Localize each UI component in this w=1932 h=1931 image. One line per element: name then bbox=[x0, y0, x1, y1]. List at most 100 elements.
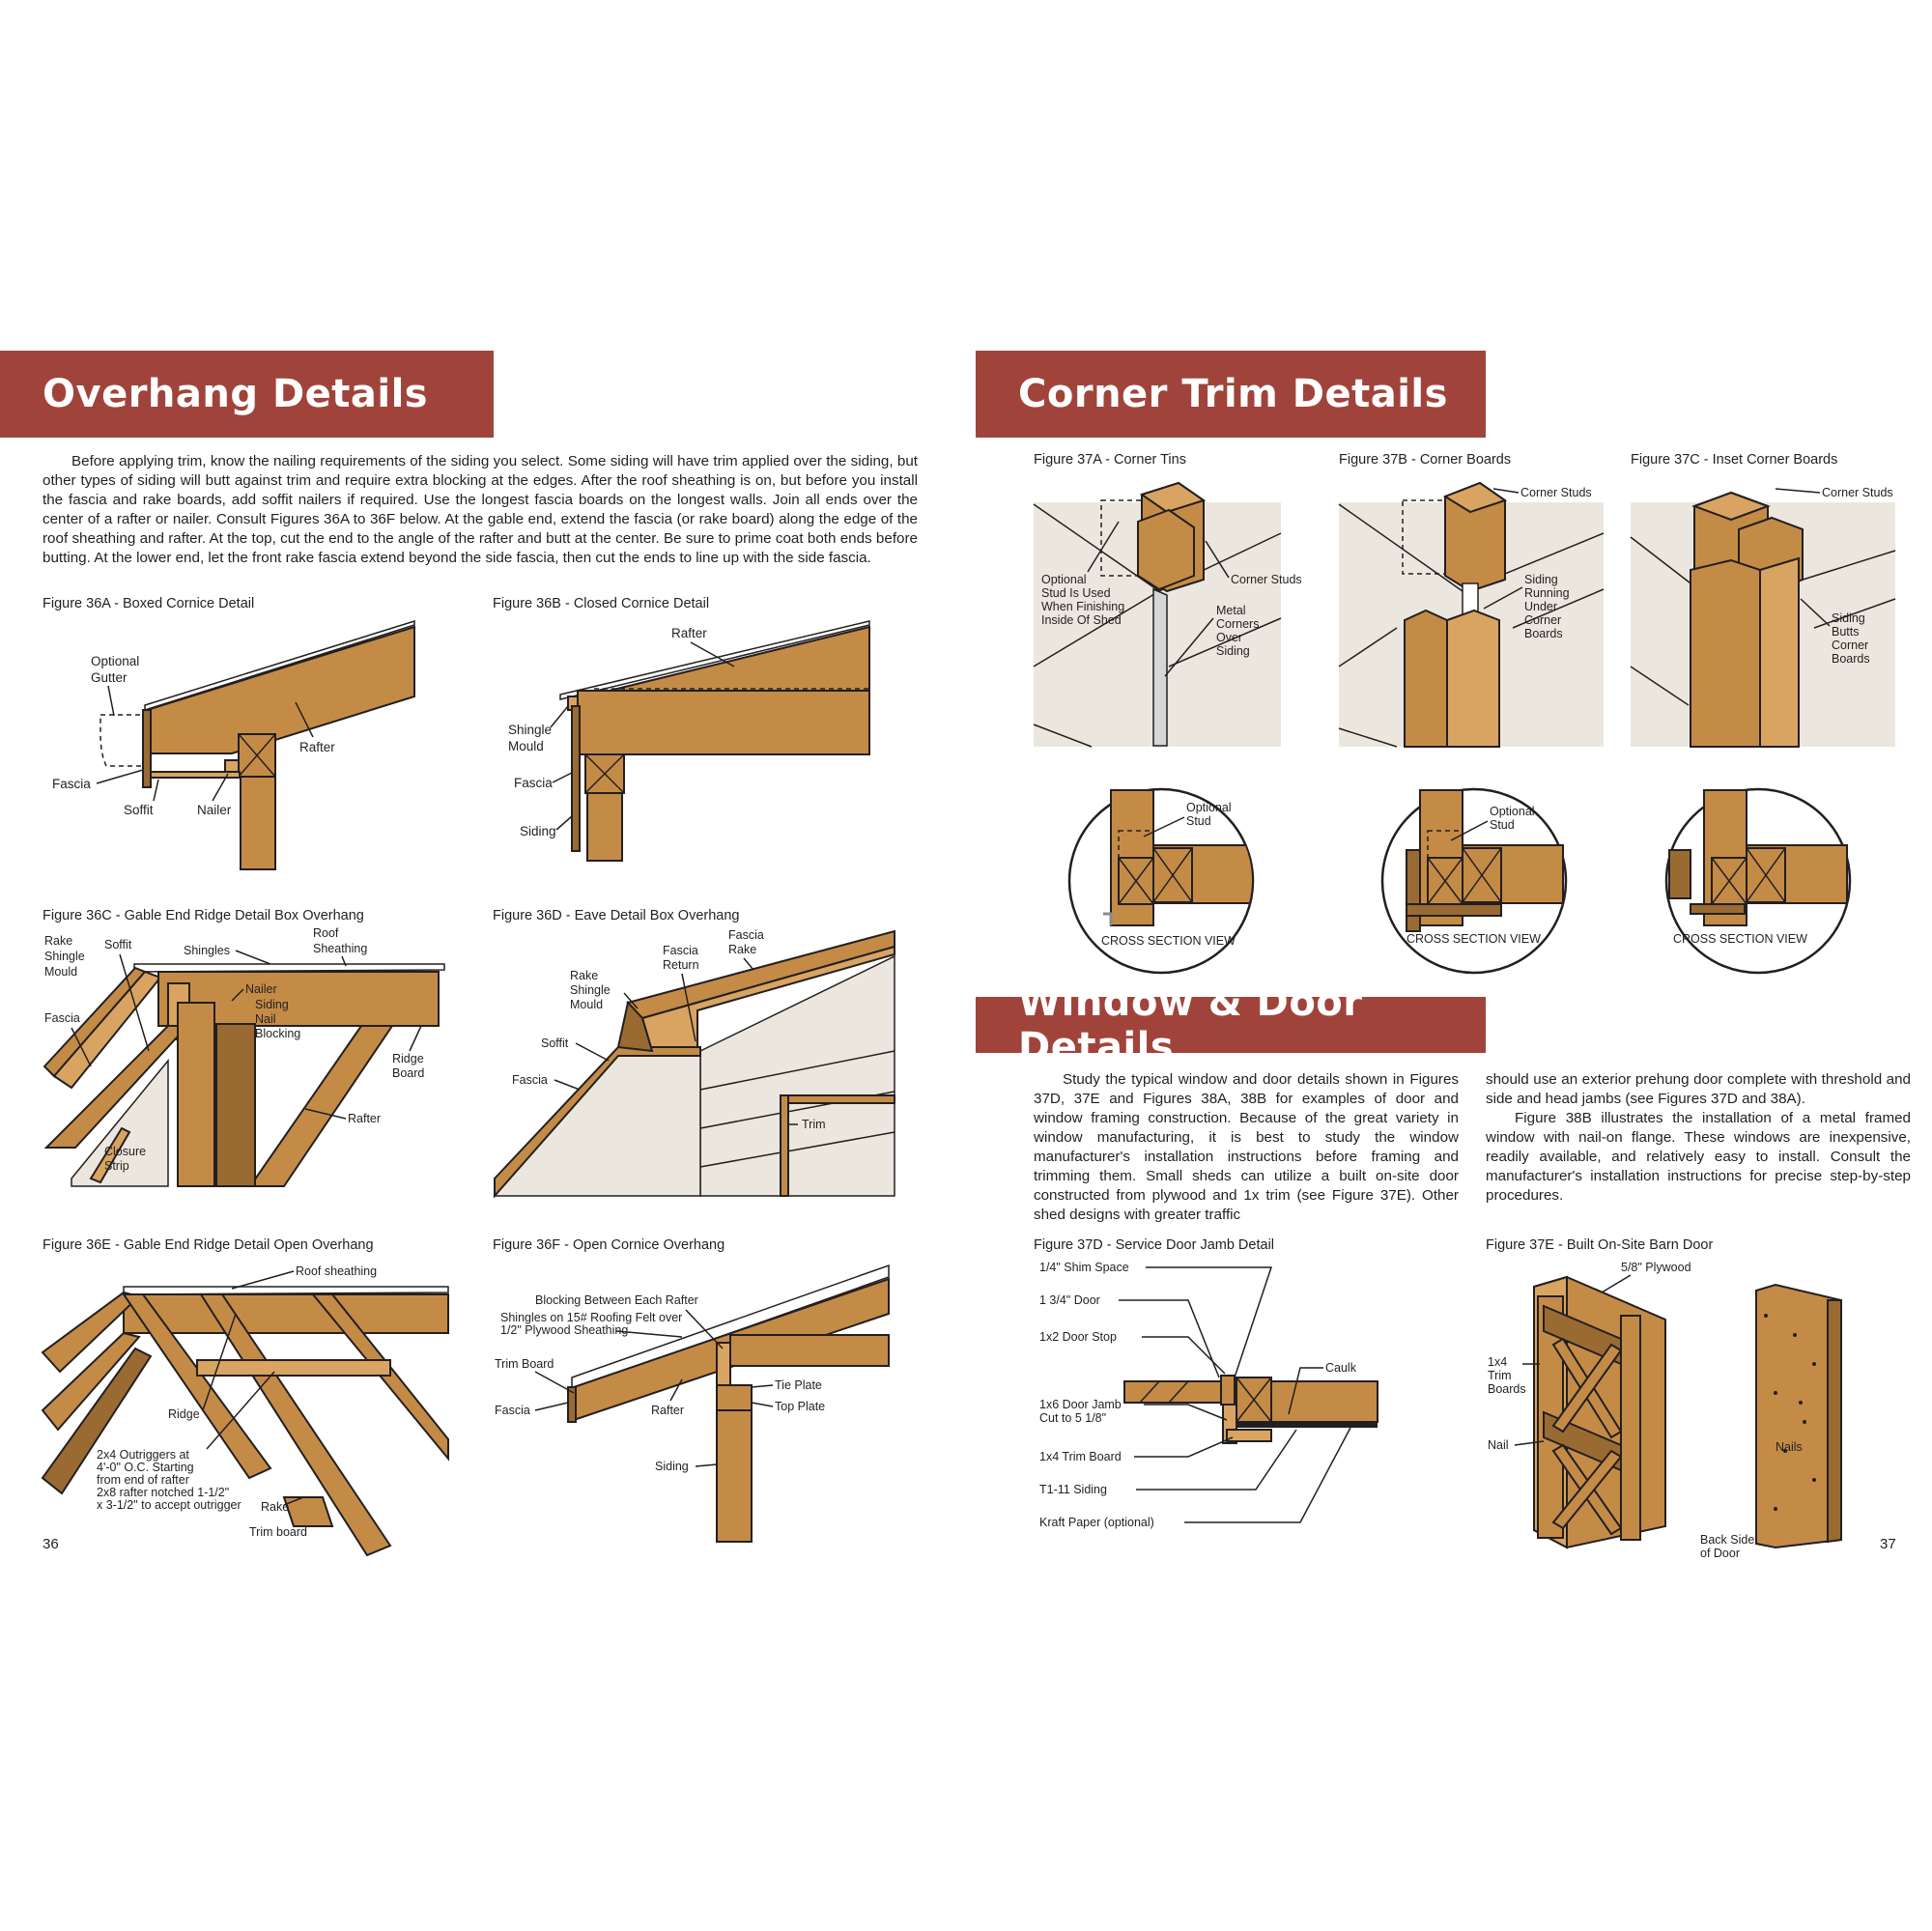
fig36d-rake-shingle bbox=[616, 1000, 654, 1053]
svg-text:Corner Studs: Corner Studs bbox=[1822, 486, 1893, 499]
svg-text:Soffit: Soffit bbox=[104, 938, 132, 951]
svg-text:Stud: Stud bbox=[1186, 814, 1211, 828]
fig36e-trim-board bbox=[41, 1347, 153, 1495]
fig36a-fascia bbox=[142, 709, 152, 788]
svg-text:Boards: Boards bbox=[1488, 1382, 1526, 1396]
fig36e-rake bbox=[41, 1331, 141, 1432]
svg-text:Soffit: Soffit bbox=[124, 803, 154, 817]
svg-text:Fascia: Fascia bbox=[514, 776, 553, 790]
svg-text:Corner Studs: Corner Studs bbox=[1520, 486, 1592, 499]
fig37e-brace-4 bbox=[1551, 1449, 1623, 1530]
svg-text:Shingle: Shingle bbox=[44, 950, 85, 963]
svg-text:Shingles on 15# Roofing Felt o: Shingles on 15# Roofing Felt over bbox=[500, 1311, 682, 1324]
svg-text:Optional: Optional bbox=[1186, 801, 1232, 814]
svg-text:Fascia: Fascia bbox=[728, 928, 764, 942]
svg-text:Trim board: Trim board bbox=[249, 1525, 307, 1539]
svg-text:Trim Board: Trim Board bbox=[495, 1357, 554, 1371]
svg-text:Corner Studs: Corner Studs bbox=[1231, 573, 1302, 586]
overhang-intro: Before applying trim, know the nailing r… bbox=[43, 452, 918, 568]
svg-text:1 3/4" Door: 1 3/4" Door bbox=[1039, 1293, 1100, 1307]
window-text-col2: should use an exterior prehung door comp… bbox=[1486, 1070, 1911, 1206]
fig36b-ceiling-joist bbox=[577, 690, 870, 755]
svg-text:Board: Board bbox=[392, 1066, 424, 1080]
svg-text:1/2" Plywood Sheathing: 1/2" Plywood Sheathing bbox=[500, 1323, 628, 1337]
svg-text:Under: Under bbox=[1524, 600, 1557, 613]
svg-text:Kraft Paper (optional): Kraft Paper (optional) bbox=[1039, 1516, 1154, 1529]
fig36f-joist bbox=[729, 1334, 890, 1367]
svg-text:Mould: Mould bbox=[44, 965, 77, 979]
svg-text:Ridge: Ridge bbox=[168, 1407, 200, 1421]
fig37d-door-stop bbox=[1220, 1375, 1236, 1406]
svg-text:Siding: Siding bbox=[520, 824, 556, 838]
svg-text:Nailer: Nailer bbox=[245, 982, 277, 996]
fig37b-diagram: Corner Studs Siding Running Under Corner… bbox=[1338, 481, 1605, 975]
fig37e-brace-2 bbox=[1551, 1343, 1623, 1434]
svg-text:of Door: of Door bbox=[1700, 1547, 1740, 1560]
svg-text:Stud: Stud bbox=[1490, 818, 1515, 832]
svg-text:Fascia: Fascia bbox=[495, 1404, 530, 1417]
fig36e-outrigger bbox=[196, 1359, 391, 1377]
fig37a-metal-corner bbox=[1152, 587, 1168, 747]
svg-text:Nail: Nail bbox=[1488, 1438, 1509, 1452]
fig36c-rafter-right bbox=[248, 1025, 394, 1187]
svg-text:Caulk: Caulk bbox=[1325, 1361, 1357, 1375]
svg-text:Running: Running bbox=[1524, 586, 1570, 600]
svg-text:Return: Return bbox=[663, 958, 699, 972]
svg-text:Inside Of Shed: Inside Of Shed bbox=[1041, 613, 1122, 627]
svg-text:Roof: Roof bbox=[313, 926, 339, 940]
svg-text:Back Side: Back Side bbox=[1700, 1533, 1754, 1547]
fig36b-fascia bbox=[571, 705, 581, 852]
fig36f-wall-stud bbox=[716, 1409, 753, 1543]
fig36c-diagram: Rake Shingle Mould Soffit Shingles Roof … bbox=[43, 926, 445, 1187]
fig36d-caption: Figure 36D - Eave Detail Box Overhang bbox=[493, 908, 740, 923]
svg-text:2x8 rafter notched 1-1/2": 2x8 rafter notched 1-1/2" bbox=[97, 1486, 229, 1499]
window-text-col1: Study the typical window and door detail… bbox=[1034, 1070, 1459, 1225]
fig36c-siding-wall bbox=[177, 1002, 215, 1187]
svg-text:Sheathing: Sheathing bbox=[313, 942, 367, 955]
svg-text:Rafter: Rafter bbox=[651, 1404, 684, 1417]
fig37d-trim-board bbox=[1226, 1429, 1272, 1442]
svg-text:1/4" Shim Space: 1/4" Shim Space bbox=[1039, 1261, 1129, 1274]
window-text-col1-para: Study the typical window and door detail… bbox=[1034, 1071, 1459, 1223]
fig36e-caption: Figure 36E - Gable End Ridge Detail Open… bbox=[43, 1237, 374, 1253]
fig37d-caption: Figure 37D - Service Door Jamb Detail bbox=[1034, 1237, 1275, 1253]
fig37b-corner-board-right bbox=[1446, 609, 1500, 748]
svg-text:Rake: Rake bbox=[44, 934, 72, 948]
page-number-left: 36 bbox=[43, 1536, 59, 1552]
svg-text:Siding: Siding bbox=[1524, 573, 1558, 586]
fig36a-roof-sheathing bbox=[144, 619, 415, 712]
fig37c-diagram: Corner Studs Siding Butts Corner Boards … bbox=[1630, 486, 1896, 975]
svg-text:4'-0" O.C. Starting: 4'-0" O.C. Starting bbox=[97, 1461, 194, 1474]
svg-text:Siding: Siding bbox=[255, 998, 289, 1011]
svg-text:Mould: Mould bbox=[570, 998, 603, 1011]
svg-text:Rake: Rake bbox=[261, 1500, 289, 1514]
window-text-col2-para1: should use an exterior prehung door comp… bbox=[1486, 1071, 1911, 1107]
fig36d-diagram: Fascia Rake Fascia Return Rake Shingle M… bbox=[493, 928, 895, 1199]
fig37d-wall bbox=[1270, 1380, 1378, 1423]
window-door-title: Window & Door Details bbox=[1018, 980, 1363, 1069]
fig36a-rafter bbox=[146, 625, 415, 754]
fig36f-caption: Figure 36F - Open Cornice Overhang bbox=[493, 1237, 725, 1253]
svg-text:Rake: Rake bbox=[728, 943, 756, 956]
fig37c-corner-board-left bbox=[1690, 558, 1761, 748]
svg-text:Corners: Corners bbox=[1216, 617, 1259, 631]
svg-text:Rake: Rake bbox=[570, 969, 598, 982]
svg-text:Ridge: Ridge bbox=[392, 1052, 424, 1065]
svg-text:1x2 Door Stop: 1x2 Door Stop bbox=[1039, 1330, 1117, 1344]
fig36c-gable-stud bbox=[215, 1023, 256, 1187]
fig36a-wall-stud bbox=[240, 776, 276, 870]
svg-text:Over: Over bbox=[1216, 631, 1242, 644]
svg-text:Trim: Trim bbox=[1488, 1369, 1512, 1382]
svg-text:Rafter: Rafter bbox=[348, 1112, 381, 1125]
fig37d-diagram: 1/4" Shim Space 1 3/4" Door 1x2 Door Sto… bbox=[1039, 1261, 1378, 1529]
fig36b-wall-stud bbox=[586, 792, 623, 862]
svg-text:Nail: Nail bbox=[255, 1012, 276, 1026]
svg-text:Tie Plate: Tie Plate bbox=[775, 1378, 822, 1392]
corner-trim-banner: Corner Trim Details bbox=[976, 351, 1486, 438]
fig37b-caption: Figure 37B - Corner Boards bbox=[1339, 452, 1512, 468]
svg-text:1x6 Door Jamb: 1x6 Door Jamb bbox=[1039, 1398, 1122, 1411]
svg-text:Corner: Corner bbox=[1832, 639, 1868, 652]
svg-text:Fascia: Fascia bbox=[512, 1073, 548, 1087]
fig36b-diagram: Rafter Shingle Mould Fascia Siding bbox=[508, 620, 870, 862]
corner-trim-title: Corner Trim Details bbox=[1018, 372, 1448, 416]
